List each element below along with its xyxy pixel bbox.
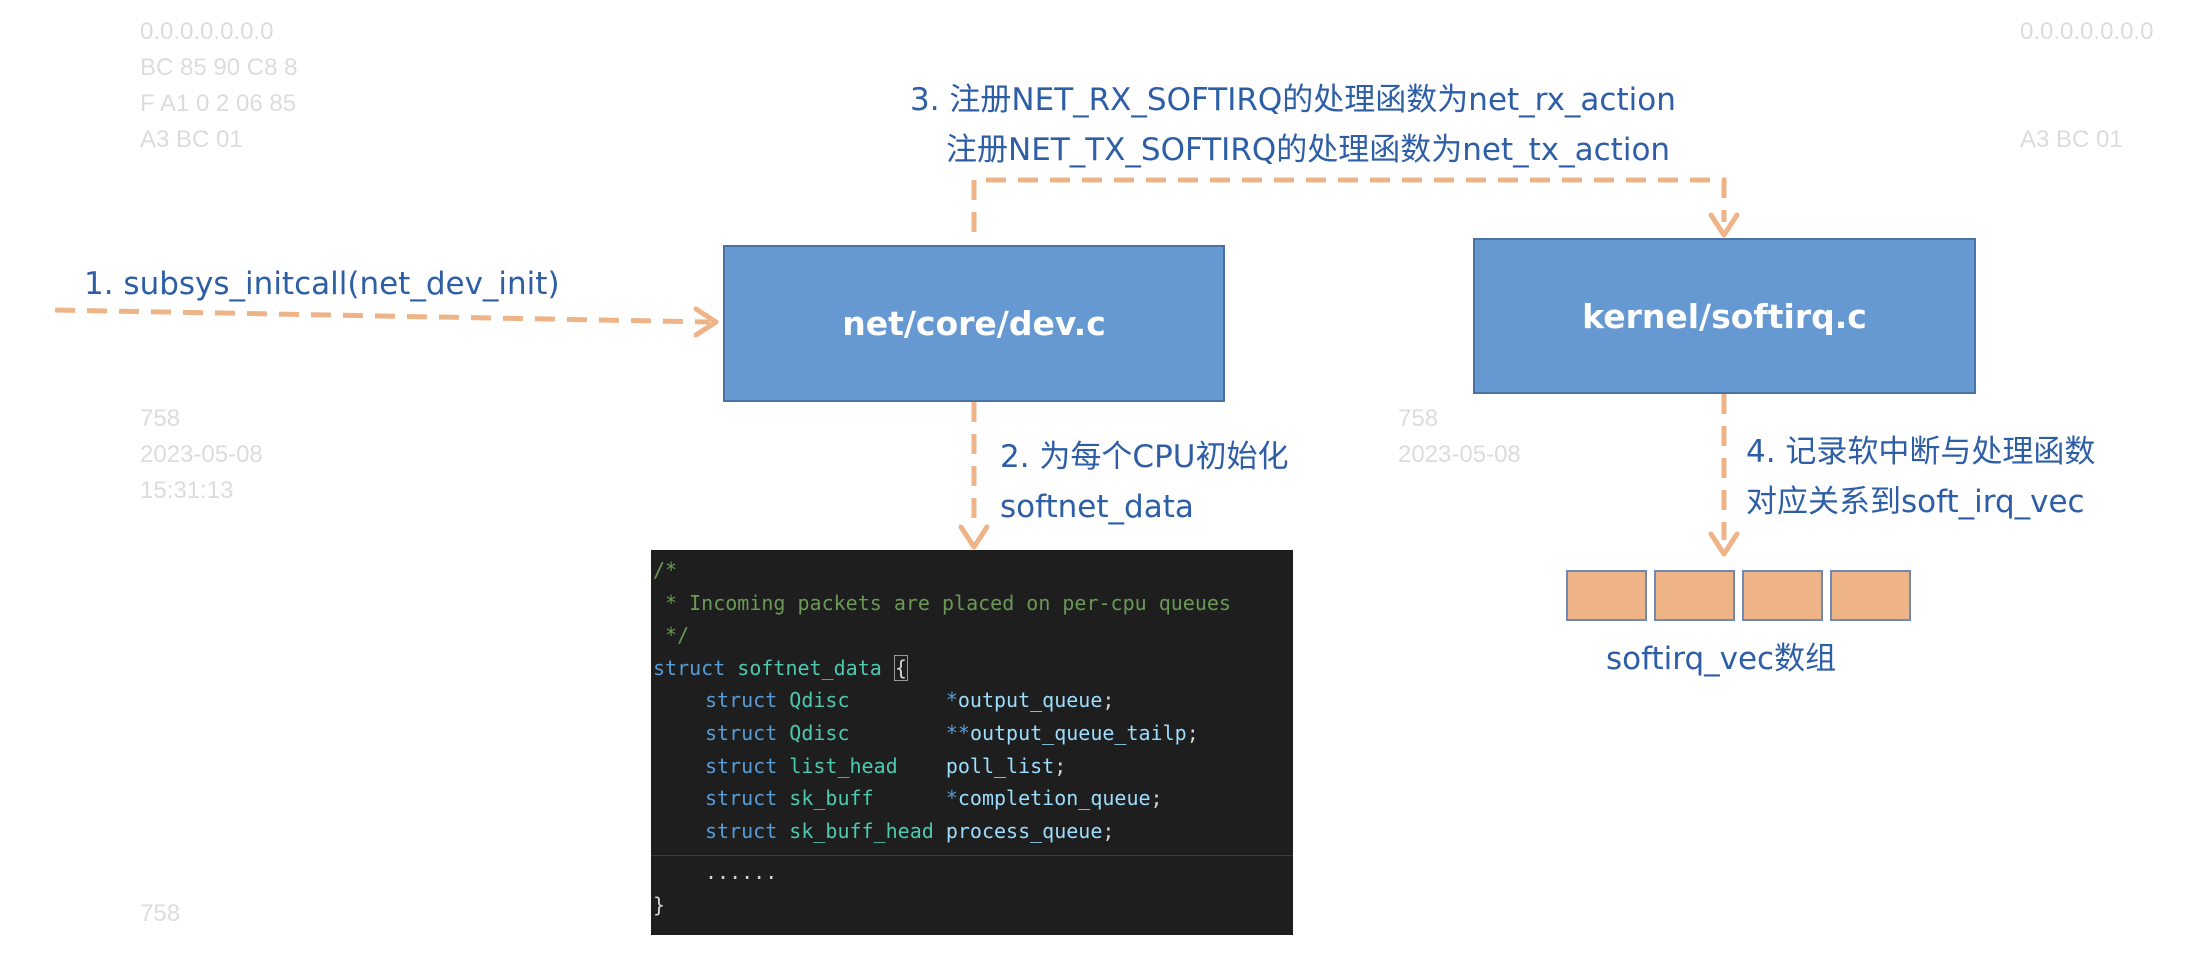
code-field-line: struct Qdisc **output_queue_tailp; — [651, 717, 1293, 750]
bg-text: 758 — [140, 900, 181, 927]
code-field-keyword: struct — [705, 688, 778, 713]
label-step2-line2: softnet_data — [1000, 489, 1194, 525]
code-field-semicolon: ; — [1186, 720, 1199, 745]
code-field-type: sk_buff — [789, 786, 874, 811]
code-field-keyword: struct — [705, 818, 778, 843]
arrowhead-step1 — [693, 306, 719, 338]
code-comment-open: /* — [653, 558, 678, 582]
box-net-core-dev: net/core/dev.c — [723, 245, 1225, 402]
arrow-step3 — [971, 177, 1727, 232]
code-open-brace: { — [893, 654, 908, 681]
code-field-line: struct list_head poll_list; — [651, 750, 1293, 783]
code-field-name: poll_list — [945, 753, 1055, 778]
code-struct-decl: struct softnet_data { — [651, 652, 1293, 685]
code-field-name: output_queue — [957, 688, 1103, 713]
code-snippet-softnet-data: /* * Incoming packets are placed on per-… — [651, 550, 1293, 935]
label-step4: 4. 记录软中断与处理函数 对应关系到soft_irq_vec — [1746, 427, 2095, 527]
bg-text: 15:31:13 — [140, 477, 234, 504]
bg-text: 0.0.0.0.0.0.0 — [2020, 18, 2154, 45]
code-field-keyword: struct — [705, 720, 778, 745]
box-kernel-softirq: kernel/softirq.c — [1473, 238, 1976, 394]
arrowhead-step2 — [958, 524, 990, 550]
label-step3-line2: 注册NET_TX_SOFTIRQ的处理函数为net_tx_action — [946, 132, 1671, 168]
code-field-type: Qdisc — [789, 720, 850, 745]
label-array-caption: softirq_vec数组 — [1606, 634, 1836, 684]
code-field-line: struct sk_buff *completion_queue; — [651, 782, 1293, 815]
code-field-keyword: struct — [705, 753, 778, 778]
code-field-gap — [850, 721, 946, 745]
code-field-keyword: struct — [705, 786, 778, 811]
box-kernel-softirq-label: kernel/softirq.c — [1582, 296, 1867, 336]
bg-text: 2023-05-08 — [1398, 441, 1521, 468]
bg-text: BC 85 90 C8 8 — [140, 54, 298, 81]
code-field-name: completion_queue — [957, 786, 1151, 811]
softirq-vec-array — [1566, 570, 1911, 621]
label-step3-line1: 3. 注册NET_RX_SOFTIRQ的处理函数为net_rx_action — [910, 82, 1676, 118]
code-field-gap — [850, 688, 946, 712]
label-step1-text: 1. subsys_initcall(net_dev_init) — [84, 266, 560, 302]
label-step3: 3. 注册NET_RX_SOFTIRQ的处理函数为net_rx_action 注… — [910, 75, 1676, 175]
code-field-type: sk_buff_head — [789, 818, 934, 843]
arrow-step1 — [54, 307, 711, 325]
bg-text: 0.0.0.0.0.0.0 — [140, 18, 274, 45]
softirq-vec-cell — [1566, 570, 1647, 621]
code-field-pointer: * — [945, 688, 958, 713]
label-step4-line1: 4. 记录软中断与处理函数 — [1746, 434, 2096, 470]
code-field-line: struct sk_buff_head process_queue; — [651, 815, 1293, 848]
code-field-name: output_queue_tailp — [969, 720, 1187, 745]
bg-text: F A1 0 2 06 85 — [140, 90, 297, 117]
bg-text: 758 — [1398, 405, 1439, 432]
code-comment-close: */ — [653, 623, 690, 648]
code-field-gap — [874, 786, 946, 810]
code-field-type: Qdisc — [789, 688, 850, 713]
code-field-type: list_head — [789, 753, 898, 778]
code-close-brace: } — [653, 892, 666, 917]
code-field-line: struct Qdisc *output_queue; — [651, 684, 1293, 717]
code-struct-keyword: struct — [653, 655, 726, 680]
arrowhead-step3 — [1708, 212, 1740, 238]
bg-text: A3 BC 01 — [140, 126, 243, 153]
code-comment-body: * Incoming packets are placed on per-cpu… — [653, 590, 1231, 615]
code-field-gap — [898, 754, 946, 778]
code-ellipsis: ...... — [705, 860, 778, 885]
array-caption-text: softirq_vec数组 — [1606, 641, 1837, 677]
label-step4-line2: 对应关系到soft_irq_vec — [1746, 484, 2085, 520]
code-field-semicolon: ; — [1102, 818, 1115, 843]
label-step2-line1: 2. 为每个CPU初始化 — [1000, 439, 1289, 475]
code-field-semicolon: ; — [1150, 786, 1163, 811]
bg-text: 758 — [140, 405, 181, 432]
softirq-vec-cell — [1830, 570, 1911, 621]
code-fields: struct Qdisc *output_queue;struct Qdisc … — [651, 684, 1293, 847]
code-field-name: process_queue — [945, 818, 1103, 843]
code-field-semicolon: ; — [1054, 753, 1067, 778]
box-net-core-dev-label: net/core/dev.c — [842, 304, 1106, 343]
code-struct-name: softnet_data — [737, 655, 882, 680]
code-field-pointer: ** — [945, 720, 970, 745]
label-step1: 1. subsys_initcall(net_dev_init) — [84, 259, 560, 309]
bg-text: 2023-05-08 — [140, 441, 263, 468]
arrowhead-step4 — [1708, 531, 1740, 557]
softirq-vec-cell — [1654, 570, 1735, 621]
code-field-semicolon: ; — [1102, 688, 1115, 713]
label-step2: 2. 为每个CPU初始化 softnet_data — [1000, 432, 1288, 532]
code-field-pointer: * — [945, 786, 958, 811]
bg-text: A3 BC 01 — [2020, 126, 2123, 153]
softirq-vec-cell — [1742, 570, 1823, 621]
code-separator — [651, 855, 1293, 857]
code-field-gap — [934, 819, 946, 843]
